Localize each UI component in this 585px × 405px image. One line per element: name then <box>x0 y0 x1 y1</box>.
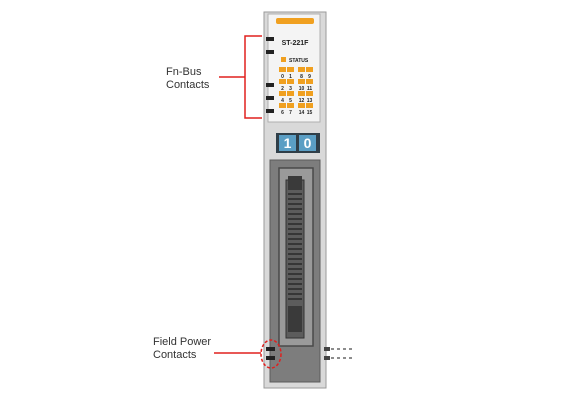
channel-number: 3 <box>289 86 292 92</box>
channel-led-icon <box>279 91 286 96</box>
address-digit-box <box>299 135 316 151</box>
field-power-callout <box>214 339 282 369</box>
field-power-pin <box>266 356 275 360</box>
bottom-latch <box>288 306 302 332</box>
channel-led-icon <box>287 91 294 96</box>
channel-led-icon <box>279 103 286 108</box>
channel-number: 4 <box>281 98 284 104</box>
fn-bus-pin <box>266 83 274 87</box>
fn-bus-contacts <box>266 37 274 113</box>
fn-bus-pin <box>266 109 274 113</box>
channel-number: 12 <box>299 98 305 104</box>
channel-led-icon <box>298 79 305 84</box>
channel-number: 7 <box>289 110 292 116</box>
field-power-contacts-label: Field Power Contacts <box>153 336 211 362</box>
channel-led-icon <box>298 103 305 108</box>
channel-number: 15 <box>307 110 313 116</box>
channel-led-icon <box>279 67 286 72</box>
channel-led-icon <box>306 67 313 72</box>
channel-number: 1 <box>289 74 292 80</box>
address-digit-ones: 0 <box>304 135 312 151</box>
status-led-icon <box>281 57 286 62</box>
fn-bus-label-line2: Contacts <box>166 79 210 91</box>
channel-number: 9 <box>308 74 311 80</box>
address-digit-box <box>279 135 296 151</box>
orange-tab <box>276 18 314 24</box>
field-power-label-line2: Contacts <box>153 349 197 361</box>
channel-led-icon <box>306 79 313 84</box>
terminal-ribs <box>288 193 302 300</box>
channel-number: 2 <box>281 86 284 92</box>
channel-led-icon <box>279 79 286 84</box>
channel-number: 8 <box>300 74 303 80</box>
channel-led-icon <box>287 79 294 84</box>
channel-led-icon <box>298 91 305 96</box>
fn-bus-pin <box>266 37 274 41</box>
fn-bus-callout <box>219 35 262 119</box>
model-label: ST-221F <box>282 40 310 47</box>
fn-bus-label-line1: Fn-Bus <box>166 66 202 78</box>
field-power-label-line1: Field Power <box>153 336 212 348</box>
channel-led-icon <box>287 103 294 108</box>
field-power-pin <box>324 356 330 360</box>
fn-bus-pin <box>266 96 274 100</box>
channel-led-icon <box>306 103 313 108</box>
channel-number: 14 <box>299 110 305 116</box>
fn-bus-contacts-label: Fn-Bus Contacts <box>166 66 209 92</box>
channel-number: 11 <box>307 86 313 92</box>
fn-bus-pin <box>266 50 274 54</box>
channel-led-icon <box>306 91 313 96</box>
channel-led-icon <box>298 67 305 72</box>
channel-led-icon <box>287 67 294 72</box>
field-power-circle <box>260 339 282 369</box>
channel-number: 5 <box>289 98 292 104</box>
status-label: STATUS <box>289 58 309 64</box>
top-latch <box>288 176 302 190</box>
field-power-contacts <box>266 347 352 360</box>
channel-number: 10 <box>299 86 305 92</box>
channel-number: 0 <box>281 74 284 80</box>
field-power-pin <box>266 347 275 351</box>
field-power-pin <box>324 347 330 351</box>
channel-number: 13 <box>307 98 313 104</box>
channel-number: 6 <box>281 110 284 116</box>
fn-bus-bracket <box>244 35 262 119</box>
address-digit-tens: 1 <box>284 135 292 151</box>
